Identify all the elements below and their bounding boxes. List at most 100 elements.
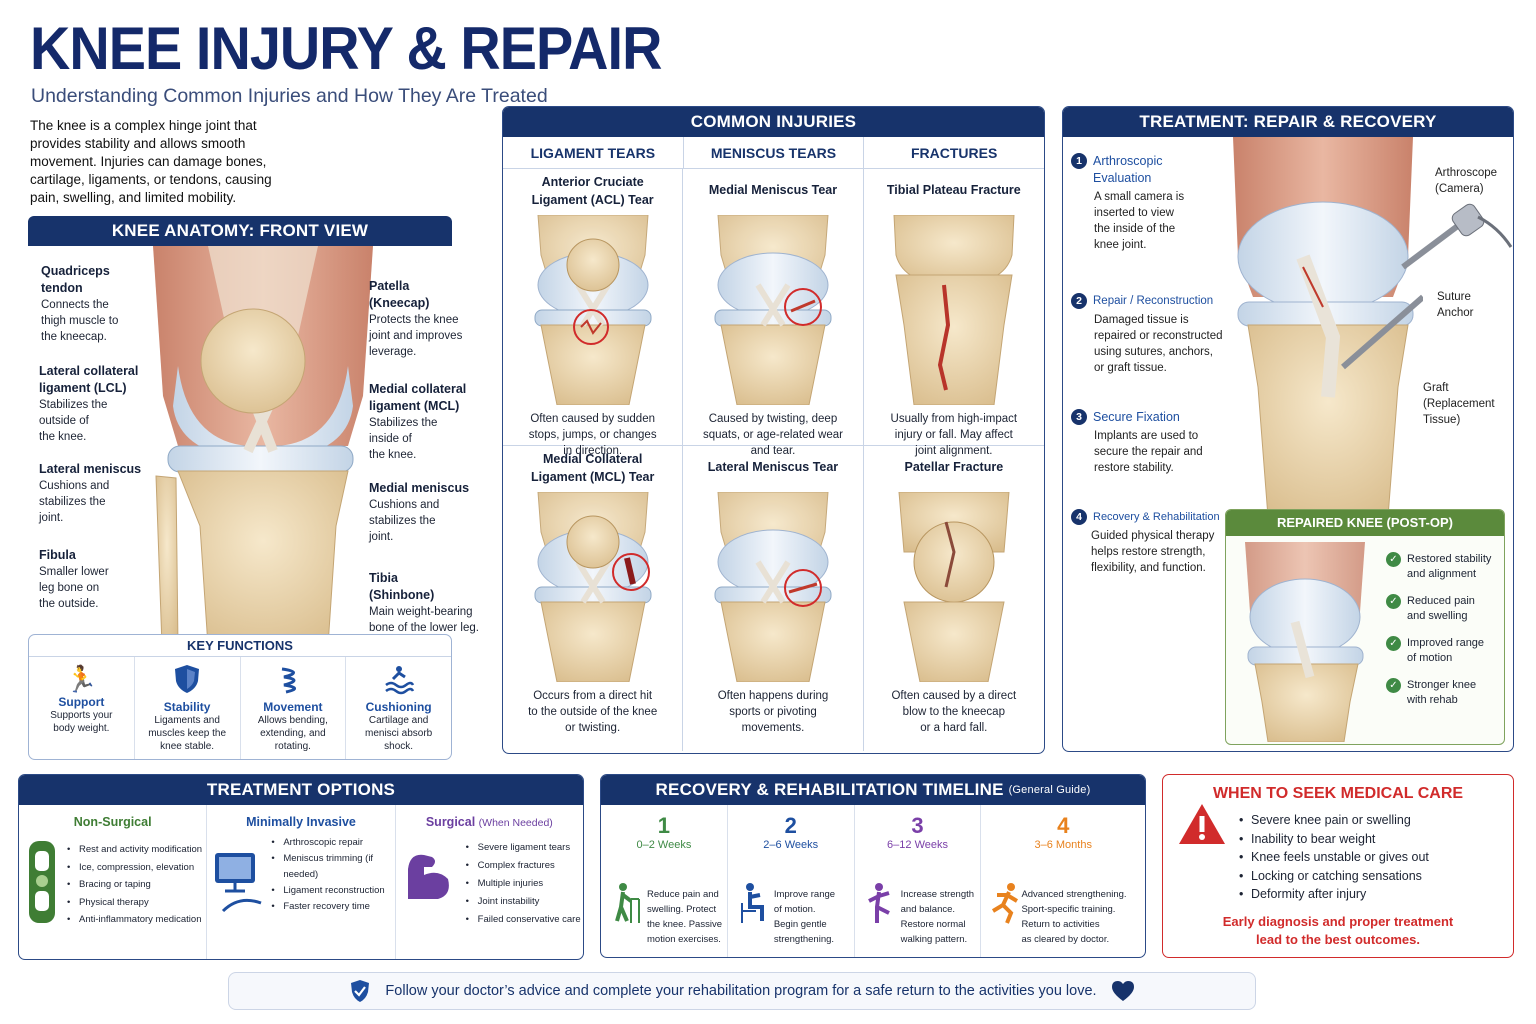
knee-injury-illustration: [714, 215, 832, 405]
balance-person-icon: [867, 883, 890, 923]
phase-period: 0–2 Weeks: [636, 839, 692, 851]
option-minimally-invasive: Minimally Invasive Arthroscopic repairMe…: [207, 805, 396, 959]
warning-icon: [1179, 804, 1225, 844]
check-icon: ✓: [1386, 594, 1401, 609]
phase-description: Advanced strengthening.Sport-specific tr…: [1021, 889, 1127, 945]
knee-brace-icon: [29, 841, 55, 923]
phase-number: 4: [1057, 813, 1070, 838]
page-title: KNEE INJURY & REPAIR: [30, 15, 662, 82]
knee-injury-illustration: [898, 492, 1010, 682]
phase-period: 2–6 Weeks: [763, 839, 819, 851]
seek-care-header: WHEN TO SEEK MEDICAL CARE: [1212, 785, 1464, 802]
injury-title: Patellar Fracture: [904, 460, 1004, 474]
injury-title: Tibial Plateau Fracture: [886, 183, 1021, 197]
column-meniscus-tears: MENISCUS TEARS: [684, 137, 865, 168]
injury-title: Lateral Meniscus Tear: [707, 460, 839, 474]
step-4: 4 Recovery & Rehabilitation Guided physi…: [1071, 509, 1241, 576]
phase-period: 3–6 Months: [1034, 839, 1092, 851]
common-injuries-panel: COMMON INJURIES LIGAMENT TEARS MENISCUS …: [502, 106, 1045, 754]
phase-number: 2: [784, 813, 797, 838]
knee-injury-illustration: [714, 492, 832, 682]
treatment-options-header: TREATMENT OPTIONS: [19, 775, 583, 805]
check-icon: ✓: [1386, 552, 1401, 567]
repaired-knee-illustration: [1233, 137, 1423, 517]
check-icon: ✓: [1386, 678, 1401, 693]
phase-number: 3: [911, 813, 924, 838]
knee-injury-illustration: [534, 215, 652, 405]
treatment-repair-header: TREATMENT: REPAIR & RECOVERY: [1063, 107, 1513, 137]
strong-arm-icon: [407, 854, 449, 899]
callout-arthroscope: Arthroscope(Camera): [1435, 167, 1498, 195]
running-person-icon: 🏃: [65, 664, 98, 694]
footer-banner: Follow your doctor’s advice and complete…: [228, 972, 1256, 1010]
phase-number: 1: [657, 813, 671, 838]
check-icon: ✓: [1386, 636, 1401, 651]
column-fractures: FRACTURES: [911, 145, 998, 161]
shield-icon: [175, 665, 200, 693]
swimmer-icon: [384, 666, 414, 695]
arthroscopy-monitor-icon: [215, 853, 262, 913]
option-surgical: Surgical (When Needed) Severe ligament t…: [396, 805, 583, 959]
arthroscope-instrument: [1401, 203, 1513, 270]
injury-title: Medial Meniscus Tear: [708, 183, 838, 197]
step-number: 2: [1071, 293, 1087, 309]
wave-motion-icon: [281, 667, 296, 694]
shield-check-icon: [351, 980, 370, 1002]
runner-icon: [992, 883, 1019, 924]
postop-panel: REPAIRED KNEE (POST-OP) ✓Restored stabil…: [1225, 509, 1505, 745]
timeline-header: RECOVERY & REHABILITATION TIMELINE (Gene…: [601, 775, 1145, 805]
knee-injury-illustration: [893, 215, 1015, 405]
footer-text: Follow your doctor’s advice and complete…: [385, 983, 1097, 999]
anatomy-header: KNEE ANATOMY: FRONT VIEW: [28, 216, 452, 246]
seek-care-panel: WHEN TO SEEK MEDICAL CARE Severe knee pa…: [1162, 774, 1514, 958]
step-number: 1: [1071, 153, 1087, 169]
treatment-options-panel: TREATMENT OPTIONS Non-Surgical Rest and …: [18, 774, 584, 960]
option-non-surgical: Non-Surgical Rest and activity modificat…: [19, 805, 208, 959]
phase-period: 6–12 Weeks: [887, 839, 948, 851]
step-number: 3: [1071, 409, 1087, 425]
seated-exercise-icon: [740, 883, 764, 923]
step-2: 2 Repair / Reconstruction Damaged tissue…: [1071, 293, 1241, 376]
column-ligament-tears: LIGAMENT TEARS: [503, 137, 684, 168]
